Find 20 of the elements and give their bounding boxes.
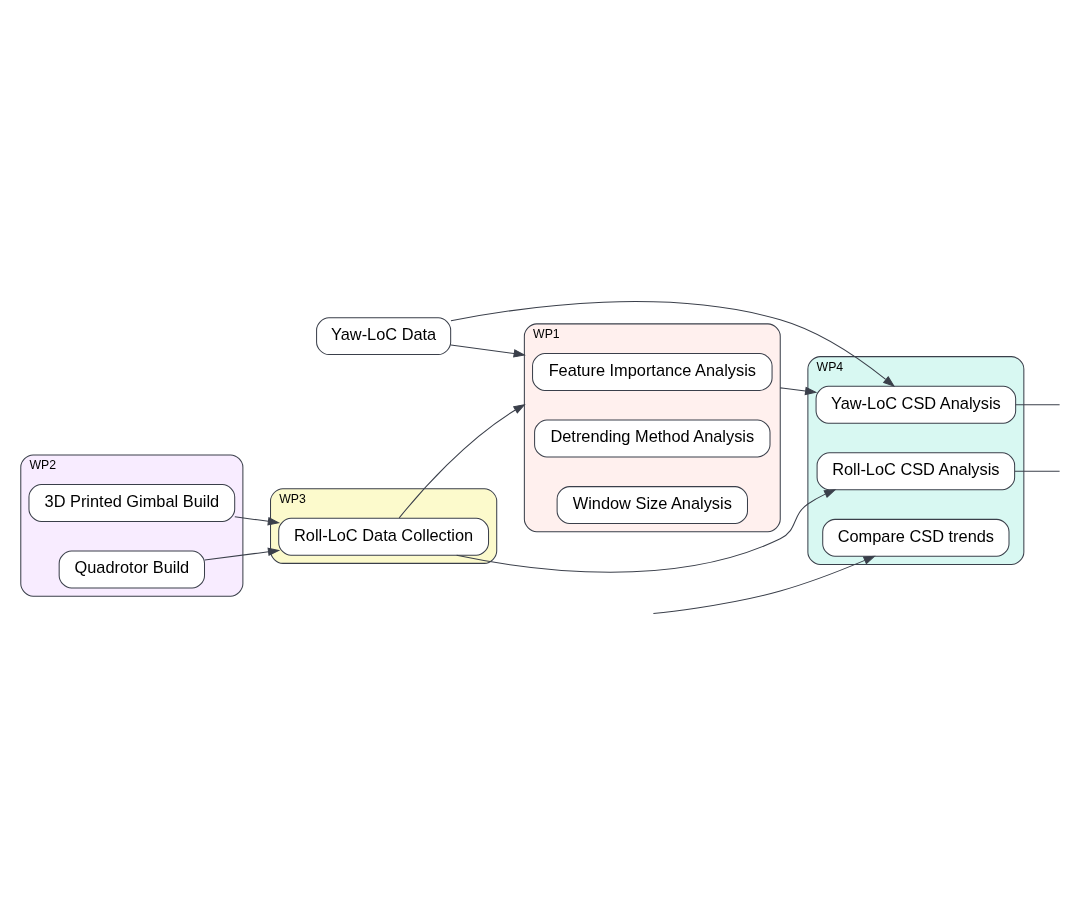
node-box: Yaw-LoC Data: [316, 317, 452, 356]
node-box: Roll-LoC CSD Analysis: [816, 452, 1016, 491]
arrow: [652, 555, 876, 615]
arrow: [398, 403, 526, 519]
node-box: Detrending Method Analysis: [534, 419, 771, 458]
node-box: 3D Printed Gimbal Build: [28, 484, 236, 522]
arrow: [450, 344, 526, 358]
arrow: [779, 386, 818, 396]
node-box: Window Size Analysis: [556, 486, 748, 524]
node-box: Yaw-LoC CSD Analysis: [815, 385, 1017, 424]
arrow: [456, 489, 837, 573]
connector: [1014, 470, 1061, 472]
arrow: [234, 516, 281, 526]
arrow: [450, 301, 896, 388]
connector: [1015, 404, 1061, 406]
node-box: Roll-LoC Data Collection: [278, 517, 490, 556]
node-box: Compare CSD trends: [822, 518, 1010, 557]
arrow: [204, 547, 281, 561]
node-box: Quadrotor Build: [58, 550, 205, 589]
node-box: Feature Importance Analysis: [532, 353, 773, 391]
